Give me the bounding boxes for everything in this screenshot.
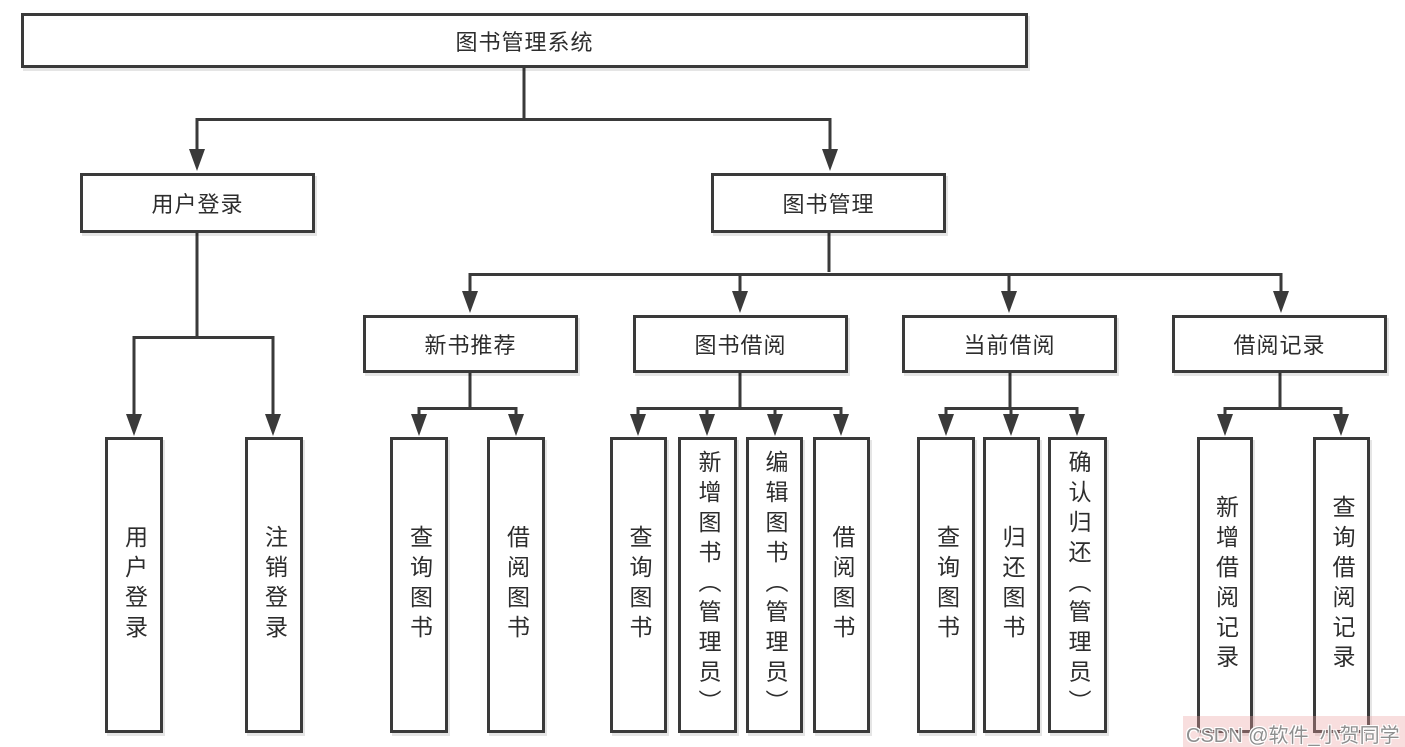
leaf-query-books-current-label: 查询图书: [933, 525, 960, 645]
leaf-logout: 注销登录: [245, 437, 303, 733]
leaf-add-borrow-record-label: 新增借阅记录: [1212, 495, 1239, 675]
node-current-borrowing-label: 当前借阅: [963, 333, 1056, 358]
node-root: 图书管理系统: [21, 13, 1028, 68]
leaf-add-borrow-record: 新增借阅记录: [1197, 437, 1253, 733]
leaf-return-books: 归还图书: [983, 437, 1040, 733]
leaf-edit-books-admin-label: 编辑图书（管理员）: [762, 450, 788, 720]
watermark-text: CSDN @软件_小贺同学: [1186, 725, 1400, 747]
leaf-add-books-admin-label: 新增图书（管理员）: [695, 450, 721, 720]
tree-edges: [132, 68, 1343, 416]
leaf-edit-books-admin: 编辑图书（管理员）: [746, 437, 803, 733]
leaf-query-books-borrowing: 查询图书: [610, 437, 667, 733]
node-borrowing-records-label: 借阅记录: [1233, 333, 1326, 358]
node-current-borrowing: 当前借阅: [902, 315, 1117, 373]
leaf-borrow-books-borrowing: 借阅图书: [813, 437, 870, 733]
leaf-query-borrow-record-label: 查询借阅记录: [1329, 495, 1355, 675]
node-book-management: 图书管理: [711, 173, 946, 233]
node-book-borrowing: 图书借阅: [633, 315, 848, 373]
node-borrowing-records: 借阅记录: [1172, 315, 1387, 373]
leaf-confirm-return-admin: 确认归还（管理员）: [1048, 437, 1107, 733]
leaf-query-books-recommend-label: 查询图书: [406, 525, 433, 645]
arrowheads: [126, 149, 1349, 436]
leaf-user-login-label: 用户登录: [121, 525, 148, 645]
leaf-add-books-admin: 新增图书（管理员）: [678, 437, 737, 733]
leaf-query-borrow-record: 查询借阅记录: [1313, 437, 1370, 733]
leaf-query-books-recommend: 查询图书: [390, 437, 448, 733]
leaf-query-books-borrowing-label: 查询图书: [626, 525, 652, 645]
watermark-band: [1183, 716, 1405, 747]
node-root-label: 图书管理系统: [455, 29, 594, 55]
node-book-management-label: 图书管理: [782, 192, 875, 217]
node-new-book-recommendation-label: 新书推荐: [424, 333, 517, 358]
leaf-confirm-return-admin-label: 确认归还（管理员）: [1065, 450, 1091, 720]
leaf-logout-label: 注销登录: [261, 525, 288, 645]
leaf-return-books-label: 归还图书: [999, 525, 1025, 645]
node-user-login: 用户登录: [80, 173, 315, 233]
node-book-borrowing-label: 图书借阅: [694, 333, 787, 358]
node-new-book-recommendation: 新书推荐: [363, 315, 578, 373]
leaf-user-login: 用户登录: [105, 437, 163, 733]
leaf-borrow-books-recommend: 借阅图书: [487, 437, 545, 733]
node-user-login-label: 用户登录: [151, 192, 244, 217]
leaf-borrow-books-borrowing-label: 借阅图书: [829, 525, 855, 645]
leaf-query-books-current: 查询图书: [917, 437, 975, 733]
leaf-borrow-books-recommend-label: 借阅图书: [503, 525, 530, 645]
